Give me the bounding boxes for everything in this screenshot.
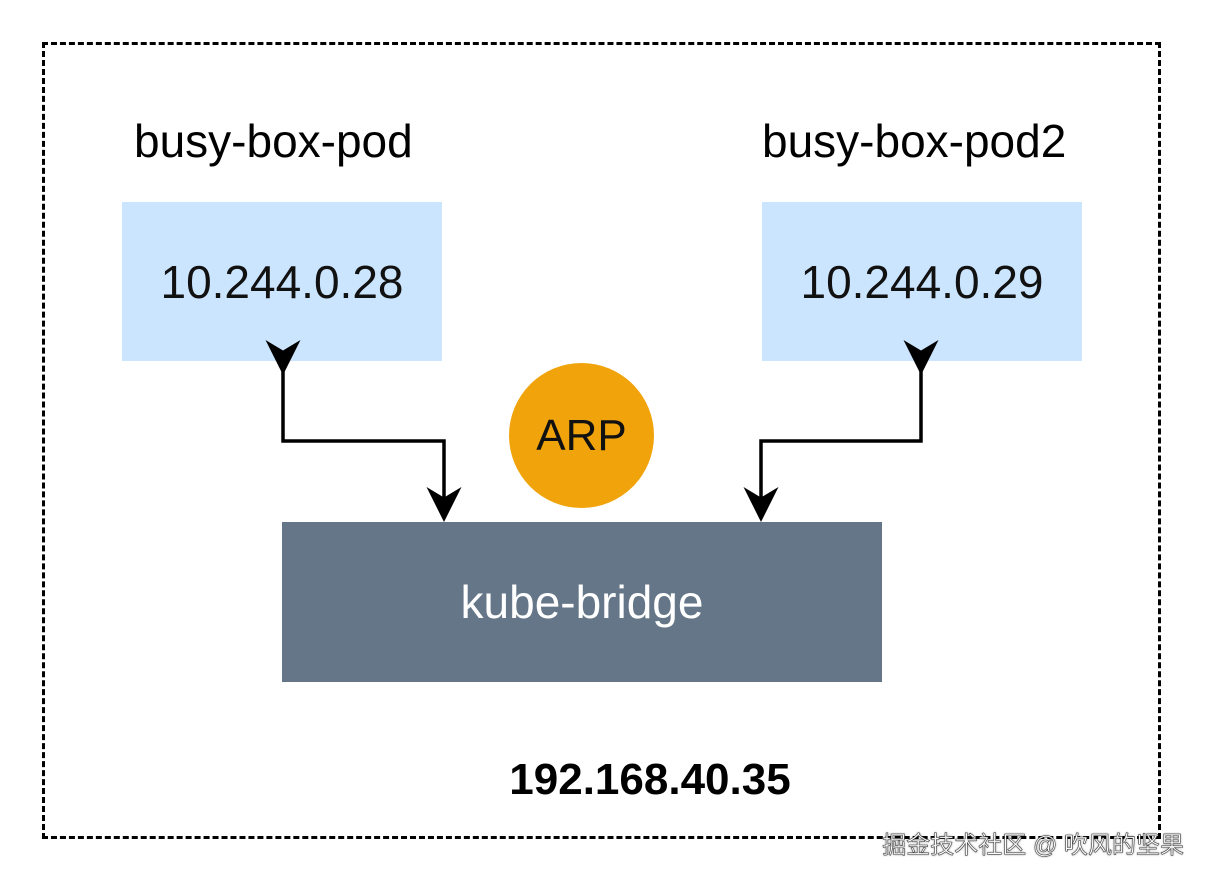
pod-ip-label-1: 10.244.0.28	[160, 255, 404, 308]
connector-pod2-bridge	[743, 340, 939, 522]
arp-circle: ARP	[509, 363, 654, 508]
connector-pod1-bridge	[265, 340, 462, 522]
pod-ip-label-2: 10.244.0.29	[800, 255, 1044, 308]
pod-title-busy-box-pod2: busy-box-pod2	[762, 115, 1067, 167]
watermark-text: 掘金技术社区 @ 吹风的坚果	[882, 832, 1184, 860]
host-ip-label: 192.168.40.35	[509, 755, 791, 804]
pod-title-busy-box-pod: busy-box-pod	[134, 115, 413, 167]
arp-label: ARP	[536, 410, 627, 460]
host-node-frame	[42, 42, 1161, 839]
pod-ip-box-2: 10.244.0.29	[762, 202, 1082, 361]
pod-ip-box-1: 10.244.0.28	[122, 202, 442, 361]
kube-bridge-label: kube-bridge	[460, 576, 704, 628]
kube-bridge-box: kube-bridge	[282, 522, 882, 682]
